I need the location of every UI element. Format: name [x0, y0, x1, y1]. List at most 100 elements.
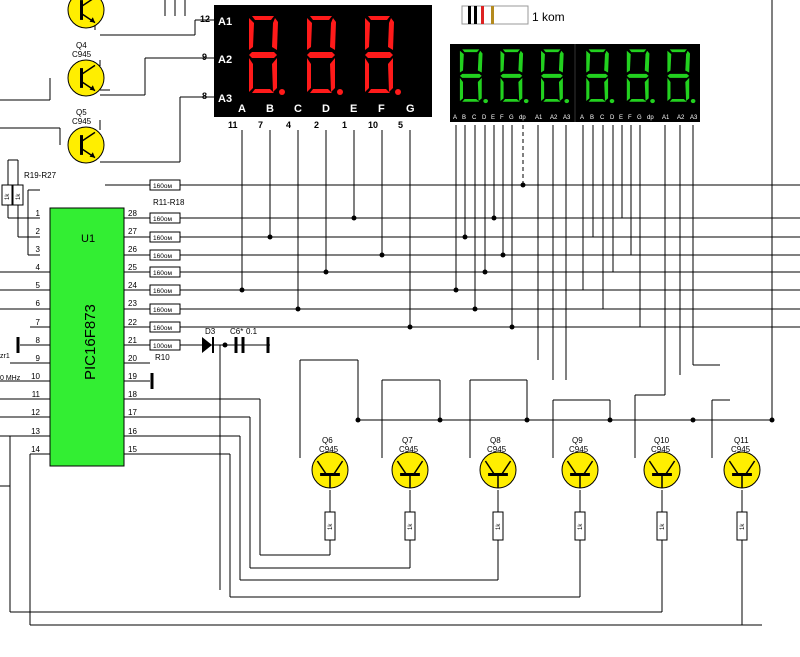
mcu-left-pin-number: 1	[36, 209, 41, 218]
capacitor-label: C6*	[230, 327, 243, 336]
crystal-label-fragment: zr1	[0, 353, 10, 360]
npn-transistor	[67, 126, 105, 164]
red-segment-pin: 1	[342, 120, 347, 130]
red-segment-pin: 11	[228, 120, 238, 130]
green-pin-label: F	[628, 115, 632, 121]
red-anode-pin: 9	[202, 52, 207, 62]
red-7seg-display: A1 A2 A3 A B C D E F G 12 9 8 11 7 4 2 1…	[200, 5, 432, 130]
npn-transistor	[391, 451, 429, 489]
capacitor-value: 0.1	[246, 327, 258, 336]
base-resistor	[736, 511, 748, 541]
green-pin-label: A	[580, 115, 584, 121]
red-anode-label: A3	[218, 93, 232, 105]
base-resistor	[656, 511, 668, 541]
mcu-left-pin-number: 13	[31, 427, 40, 436]
mcu-right-pin-number: 25	[128, 263, 137, 272]
transistor-type: C945	[72, 50, 92, 59]
base-resistor	[404, 511, 416, 541]
transistor-ref: Q8	[490, 436, 501, 445]
series-resistor	[149, 179, 181, 191]
transistor-ref: Q11	[734, 436, 749, 445]
series-resistor	[149, 321, 181, 333]
series-resistor	[149, 339, 181, 351]
npn-transistor	[643, 451, 681, 489]
mcu-right-pin-number: 16	[128, 427, 137, 436]
transistor-type: C945	[399, 445, 419, 454]
series-resistor-value: 160ом	[153, 183, 172, 190]
mcu-left-pin-number: 14	[31, 445, 40, 454]
red-segment-label: D	[322, 103, 330, 115]
npn-transistor	[67, 0, 105, 29]
series-resistor-value: 160ом	[153, 325, 172, 332]
series-resistor	[149, 303, 181, 315]
mcu-left-pin-number: 6	[36, 299, 41, 308]
green-pin-label: D	[482, 115, 487, 121]
green-pin-label: A1	[535, 115, 543, 121]
mcu-left-pin-number: 10	[31, 372, 40, 381]
mcu-left-pin-number: 3	[36, 245, 41, 254]
green-pin-label: E	[619, 115, 623, 121]
green-pin-label: G	[509, 115, 514, 121]
base-resistor-value: 1k	[740, 523, 746, 530]
green-pin-label: E	[491, 115, 495, 121]
diode-label: D3	[205, 327, 216, 336]
series-resistor-value: 160ом	[153, 288, 172, 295]
red-segment-label: B	[266, 103, 274, 115]
red-segment-pin: 7	[258, 120, 263, 130]
green-pin-label: A2	[677, 115, 685, 121]
mcu-left-pin-number: 2	[36, 227, 41, 236]
series-resistor	[149, 231, 181, 243]
mcu-right-pin-number: 24	[128, 281, 137, 290]
transistor-type: C945	[487, 445, 507, 454]
red-anode-label: A1	[218, 16, 232, 28]
green-pin-label: B	[590, 115, 594, 121]
mcu-right-pin-number: 20	[128, 354, 137, 363]
base-resistor-value: 1k	[578, 523, 584, 530]
resistor-legend: 1 kom	[461, 5, 565, 25]
green-pin-label: A	[453, 115, 457, 121]
transistor-type: C945	[651, 445, 671, 454]
mcu-left-pin-number: 7	[36, 318, 41, 327]
npn-transistor	[67, 59, 105, 97]
mcu-left-pin-number: 4	[36, 263, 41, 272]
green-pin-label: D	[610, 115, 615, 121]
transistor-ref: Q7	[402, 436, 413, 445]
resistor-group-label: R11-R18	[153, 198, 185, 207]
mcu-ref: U1	[81, 233, 95, 245]
resistor-legend-label: 1 kom	[532, 10, 565, 24]
green-pin-label: C	[600, 115, 605, 121]
series-resistor-value: 160ом	[153, 307, 172, 314]
crystal-frequency: 0 MHz	[0, 375, 21, 382]
mcu-right-pin-number: 21	[128, 336, 137, 345]
base-resistor-value: 1k	[496, 523, 502, 530]
series-resistor-value: 160ом	[153, 216, 172, 223]
transistor-type: C945	[319, 445, 339, 454]
npn-transistor	[723, 451, 761, 489]
series-resistor	[149, 266, 181, 278]
left-resistor-group-label: R19-R27	[24, 171, 57, 180]
red-anode-pin: 12	[200, 14, 210, 24]
green-pin-label: F	[500, 115, 504, 121]
red-segment-label: F	[378, 103, 385, 115]
mcu-right-pin-number: 19	[128, 372, 137, 381]
red-segment-label: A	[238, 103, 246, 115]
capacitor-c6: C6* 0.1	[230, 327, 270, 353]
green-pin-label: A3	[690, 115, 698, 121]
red-segment-pin: 5	[398, 120, 403, 130]
green-pin-label: G	[637, 115, 642, 121]
transistor-ref: Q9	[572, 436, 583, 445]
green-pin-label: A1	[662, 115, 670, 121]
series-resistor-value: 100ом	[153, 343, 172, 350]
mcu-part-number: PIC16F873	[82, 304, 99, 380]
series-resistor	[149, 212, 181, 224]
transistor-ref: Q10	[654, 436, 670, 445]
mcu-left-pin-number: 9	[36, 354, 41, 363]
green-pin-label: dp	[647, 115, 654, 121]
mcu-right-pin-number: 26	[128, 245, 137, 254]
series-resistor-value: 160ом	[153, 253, 172, 260]
green-pin-label: A2	[550, 115, 558, 121]
red-segment-label: G	[406, 103, 415, 115]
r10-label: R10	[155, 353, 170, 362]
series-resistor-value: 160ом	[153, 270, 172, 277]
green-pin-label: dp	[519, 115, 526, 121]
